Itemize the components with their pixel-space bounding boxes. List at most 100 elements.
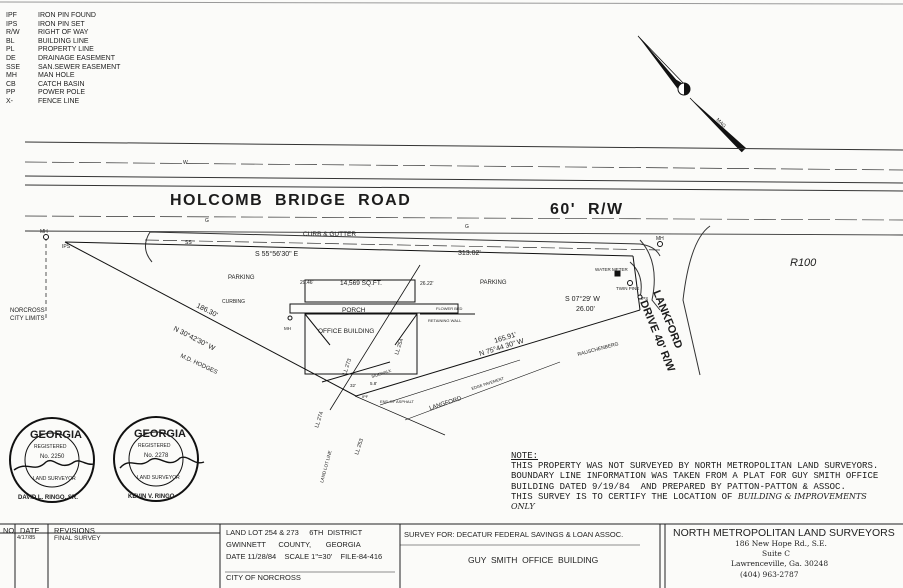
surveyor-seal-2: GEORGIA REGISTERED No. 2278 LAND SURVEYO… <box>113 416 205 502</box>
rev-text: FINAL SURVEY <box>54 535 101 542</box>
seal-1-state: GEORGIA <box>30 429 82 441</box>
survey-monuments <box>43 234 663 321</box>
legend-text: POWER POLE <box>38 89 86 97</box>
sewer-line-label: SS <box>185 240 192 246</box>
col-no: NO <box>3 526 15 535</box>
seal-2-registered: REGISTERED <box>138 443 171 449</box>
rev-date: 4/17/85 <box>17 535 36 541</box>
legend-abbr: PL <box>6 46 15 54</box>
legend-abbr: IPS <box>6 20 18 28</box>
property-boundary <box>45 237 641 436</box>
sheet-mark: R100 <box>790 257 817 269</box>
flower-bed-label: FLOWER BED <box>436 306 463 311</box>
legend-row: CB CATCH BASIN <box>6 81 120 90</box>
legend-abbr: IPF <box>6 12 17 19</box>
legend-abbr: DE <box>6 54 16 62</box>
bearing-west: N 30°42'30" W <box>172 325 217 353</box>
note-line-2: BOUNDARY LINE INFORMATION WAS TAKEN FROM… <box>511 471 879 482</box>
legend-row: SSE SAN.SEWER EASEMENT <box>6 64 120 73</box>
ll273-label: LL 273 <box>342 358 353 376</box>
seal-1-role: LAND SURVEYOR <box>33 476 76 482</box>
seal-2-role: LAND SURVEYOR <box>137 475 180 481</box>
date-scale: DATE 11/28/84 SCALE 1"=30' FILE-84-416 <box>226 552 383 561</box>
col-revisions: REVISIONS <box>54 526 95 535</box>
office-building <box>289 279 475 383</box>
survey-for: SURVEY FOR: DECATUR FEDERAL SAVINGS & LO… <box>404 530 624 539</box>
water-line-label: W <box>183 160 188 166</box>
end-asphalt-label: END OF ASPHALT <box>380 399 414 404</box>
legend-abbr: SSE <box>6 63 21 71</box>
city-limits-label: CITY LIMITS <box>10 316 45 322</box>
legend-abbr: CB <box>6 80 16 88</box>
water-meter-label: WATER METER <box>595 267 628 272</box>
rauschenberg-label: RAUSCHENBERG <box>577 341 619 358</box>
parking-right: PARKING <box>480 280 507 286</box>
seal-2-number: No. 2278 <box>144 453 169 459</box>
city: CITY OF NORCROSS <box>226 573 301 582</box>
seal-2-signature <box>119 456 205 469</box>
ips-label: IPS <box>62 244 71 250</box>
edge-pavement-label: EDGE PAVEMENT <box>471 376 505 391</box>
distance-north: 313.02' <box>458 250 481 257</box>
survey-note: NOTE: THIS PROPERTY WAS NOT SURVEYED BY … <box>511 451 878 512</box>
title-block-grid <box>0 523 903 588</box>
seal-1-number: No. 2250 <box>40 454 65 460</box>
mh-label: MH <box>40 229 48 235</box>
legend-text: BUILDING LINE <box>38 37 89 45</box>
legend-abbr: PP <box>6 89 16 97</box>
plat-labels: MH IPS MH S 55°56'30" E 313.02' 14,569 S… <box>10 229 664 483</box>
note-handwritten-2: ONLY <box>511 502 535 512</box>
legend-text: CATCH BASIN <box>38 80 85 88</box>
note-heading: NOTE: <box>511 451 539 461</box>
ll254-label: LL 254 <box>394 338 405 356</box>
dim-d: 5.8' <box>370 381 377 386</box>
dim-a: 29.46' <box>300 280 314 286</box>
twin-pine-label: TWIN PINE <box>616 286 639 291</box>
road-name: HOLCOMB BRIDGE ROAD <box>170 192 411 209</box>
legend-row: PP POWER POLE <box>6 89 120 98</box>
firm-address-3: Lawrenceville, Ga. 30248 <box>731 559 829 568</box>
legend-row: PL PROPERTY LINE <box>6 46 120 55</box>
legend-row: X-FENCE LINE <box>6 98 120 107</box>
ipf-label: IPF <box>362 394 369 399</box>
legend-text: PROPERTY LINE <box>38 46 94 54</box>
note-handwritten: BUILDING & IMPROVEMENTS <box>737 491 867 501</box>
firm-phone: (404) 963-2787 <box>740 570 799 579</box>
curbing-label: CURBING <box>222 299 245 305</box>
area-label: 14,569 SQ.FT. <box>340 280 382 287</box>
road-lines <box>24 141 903 263</box>
note-line-1: THIS PROPERTY WAS NOT SURVEYED BY NORTH … <box>511 461 879 472</box>
bearing-east: S 07°29' W <box>565 295 600 303</box>
seal-2-name: KEVIN V. RINGO <box>128 494 175 500</box>
firm-address-2: Suite C <box>762 549 790 558</box>
langford-label: LANGFORD <box>429 396 463 412</box>
porch-label: PORCH <box>342 307 366 314</box>
office-label: OFFICE BUILDING <box>318 328 374 335</box>
lankford-drive <box>629 225 711 376</box>
dim-b: 26.22' <box>420 281 434 287</box>
ll274-label: LL 274 <box>314 411 325 429</box>
mh-label-2: MH <box>656 236 664 242</box>
surveyor-seal-1: GEORGIA REGISTERED No. 2250 LAND SURVEYO… <box>9 417 95 503</box>
mh-label-3: MH <box>284 326 291 331</box>
seal-2-state: GEORGIA <box>134 428 186 440</box>
legend-text: SAN.SEWER EASEMENT <box>38 63 121 71</box>
land-lot-line-label: LAND LOT LINE <box>319 450 332 483</box>
parking-left: PARKING <box>228 275 255 281</box>
legend-text: IRON PIN FOUND <box>38 12 96 19</box>
firm-address-1: 186 New Hope Rd., S.E. <box>735 539 827 548</box>
county: GWINNETT COUNTY, GEORGIA <box>226 540 361 549</box>
firm-name: NORTH METROPOLITAN LAND SURVEYORS <box>673 527 895 539</box>
sidewalk-label: SIDEWALK <box>371 368 392 379</box>
legend-row: IPF IRON PIN FOUND <box>6 12 120 21</box>
land-lot: LAND LOT 254 & 273 6TH DISTRICT <box>226 528 363 537</box>
note-line-3: BUILDING DATED 9/19/84 AND PREPARED BY P… <box>511 481 846 492</box>
legend-text: RIGHT OF WAY <box>38 29 89 37</box>
curb-gutter-label: CURB & GUTTER <box>303 231 356 238</box>
